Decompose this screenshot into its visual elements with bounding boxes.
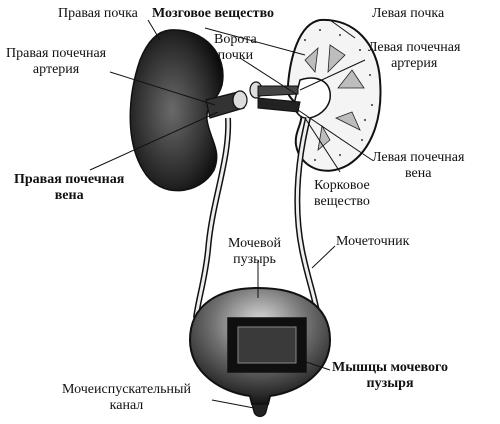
label-ureter: Мочеточник [336,234,410,249]
right-ureter-inner [194,117,230,319]
label-bladder-muscles: Мышцы мочевого пузыря [332,360,449,391]
leader-lines [89,19,373,409]
label-right-renal-artery: Правая почечная артерия [6,46,107,77]
urethra [251,403,269,418]
label-medulla: Мозговое вещество [152,6,275,21]
right-vessel-stump [232,90,248,110]
label-left-renal-artery: Левая почечная артерия [368,40,461,71]
label-hilum: Ворота почки [214,32,257,63]
label-urethra: Мочеиспускательный канал [62,382,191,413]
left-renal-vein [257,97,301,113]
label-cortex: Корковое вещество [314,178,370,209]
left-ureter-inner [295,117,320,319]
label-right-renal-vein: Правая почечная вена [14,172,125,203]
label-bladder: Мочевой пузырь [228,236,281,267]
label-left-renal-vein: Левая почечная вена [372,150,465,181]
medulla-pyramids [304,44,365,151]
cortex-dots [304,29,373,161]
label-right-kidney: Правая почка [58,6,138,21]
label-left-kidney: Левая почка [372,6,445,21]
right-kidney [129,29,224,192]
